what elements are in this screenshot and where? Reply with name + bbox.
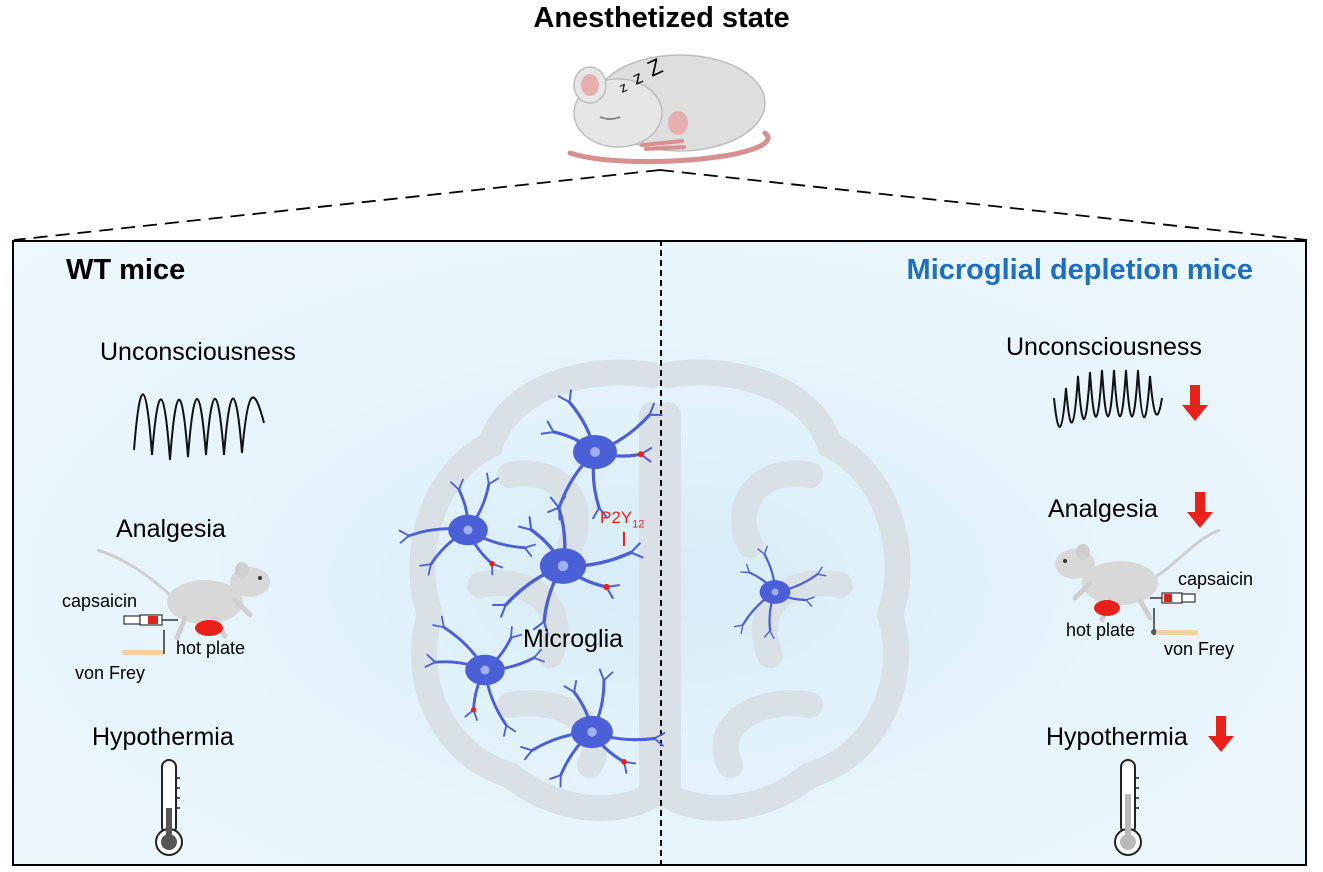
left-thermometer-icon [155,759,183,856]
right-thermometer-icon [1114,759,1142,856]
page-title: Anesthetized state [533,2,790,34]
microglia-label: Microglia [523,625,624,653]
wt-mice-heading: WT mice [66,254,186,286]
left-eeg-wave-icon [133,393,265,461]
right-capsaicin-label: capsaicin [1178,569,1254,589]
left-hypothermia-label: Hypothermia [92,723,234,751]
left-test-mouse-icon [96,548,270,641]
right-hypothermia-label: Hypothermia [1046,723,1188,751]
right-von-frey-label: von Frey [1164,639,1235,659]
left-von-frey-label: von Frey [75,663,146,683]
p2y12-label: P2Y12 [600,508,644,530]
microglia-cell [492,495,644,635]
right-test-mouse-icon [1055,528,1221,623]
p2y12-text: P2Y [600,508,633,527]
microglia-cell [520,668,666,788]
right-analgesia-label: Analgesia [1048,495,1158,523]
microglia-cell [540,389,663,521]
right-syringe-icon [1150,592,1196,604]
microglia-cell [398,472,536,576]
left-analgesia-label: Analgesia [116,515,226,543]
panel-divider [660,240,662,866]
microglia-cell [733,545,827,640]
right-hot-plate-label: hot plate [1066,620,1136,640]
unconsciousness-down-arrow-icon [1182,385,1208,421]
hypothermia-down-arrow-icon [1208,716,1234,752]
left-syringe-icon [123,614,178,626]
microglial-depletion-heading: Microglial depletion mice [906,254,1253,286]
right-unconsciousness-label: Unconsciousness [1006,333,1202,361]
analgesia-down-arrow-icon [1187,492,1213,528]
right-von-frey-icon [1151,608,1198,635]
right-eeg-wave-icon [1053,369,1163,428]
p2y12-subscript: 12 [632,518,645,531]
left-capsaicin-label: capsaicin [62,591,138,611]
left-unconsciousness-label: Unconsciousness [100,338,296,366]
sleeping-mouse-icon: z z Z [567,53,771,165]
left-von-frey-icon [122,630,165,655]
left-hot-plate-label: hot plate [176,638,246,658]
microglia-cell [424,615,545,737]
